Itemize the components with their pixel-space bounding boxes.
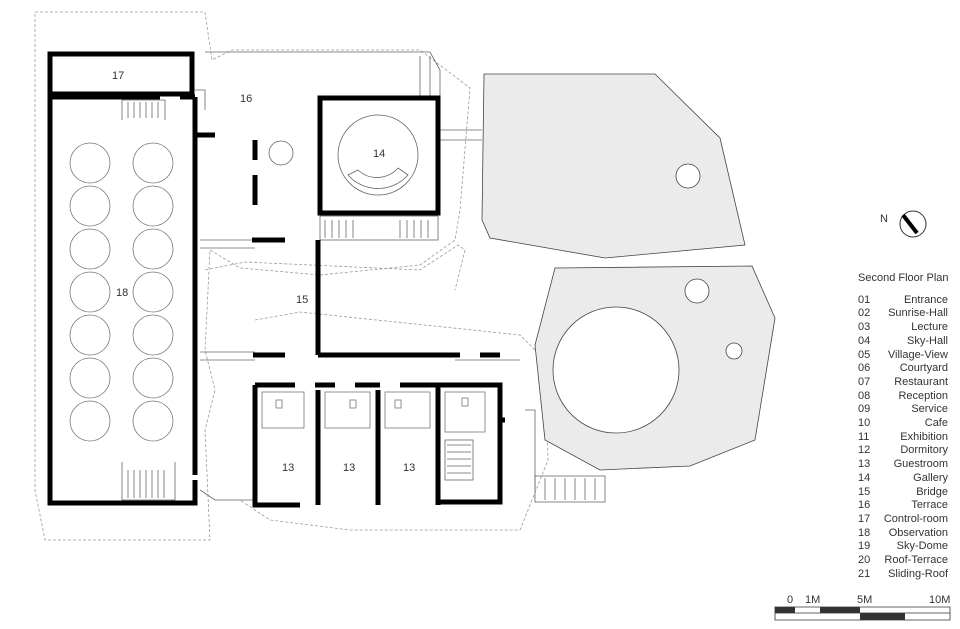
site-outline xyxy=(34,11,549,541)
legend-item-number: 17 xyxy=(858,512,871,525)
room-label-15: 15 xyxy=(296,294,308,306)
legend-item: 17 Control-room xyxy=(858,513,948,527)
legend-item-name: Guestroom xyxy=(893,458,948,471)
legend-item-name: Roof-Terrace xyxy=(884,554,948,567)
legend-item-number: 19 xyxy=(858,540,871,553)
legend-item: 13 Guestroom xyxy=(858,458,948,472)
legend-list: 01 Entrance 02 Sunrise-Hall 03 Lecture 04 Sky-H… xyxy=(858,294,958,582)
legend-item-name: Sky-Hall xyxy=(907,334,948,347)
legend-item-name: Sliding-Roof xyxy=(888,567,948,580)
legend-item-name: Cafe xyxy=(924,417,948,430)
legend-item-number: 12 xyxy=(858,444,871,457)
scale-label-10m: 10M xyxy=(929,594,950,606)
legend-item-number: 15 xyxy=(858,485,871,498)
legend-item: 15 Bridge xyxy=(858,486,948,500)
legend-item-number: 14 xyxy=(858,471,871,484)
thin-lines xyxy=(121,51,606,503)
legend-item-name: Lecture xyxy=(911,321,948,334)
legend-item: 19 Sky-Dome xyxy=(858,540,948,554)
legend-item: 08 Reception xyxy=(858,390,948,404)
legend-item-number: 02 xyxy=(858,307,871,320)
legend-item-name: Sky-Dome xyxy=(896,540,948,553)
legend-item-name: Service xyxy=(911,403,948,416)
legend-item: 04 Sky-Hall xyxy=(858,335,948,349)
legend-item-number: 06 xyxy=(858,362,871,375)
gallery-room xyxy=(268,95,441,216)
room-label-17: 17 xyxy=(112,70,124,82)
legend-item-number: 01 xyxy=(858,293,871,306)
legend: Second Floor Plan 01 Entrance 02 Sunrise-Ha… xyxy=(858,272,958,581)
legend-item: 07 Restaurant xyxy=(858,376,948,390)
legend-item-number: 16 xyxy=(858,499,871,512)
legend-item-name: Gallery xyxy=(913,471,948,484)
legend-item-name: Bridge xyxy=(916,485,948,498)
legend-item: 20 Roof-Terrace xyxy=(858,554,948,568)
legend-item: 09 Service xyxy=(858,403,948,417)
observation-building xyxy=(47,51,198,506)
guestroom-baths xyxy=(261,391,486,433)
legend-item: 01 Entrance xyxy=(858,294,948,308)
legend-item-number: 20 xyxy=(858,554,871,567)
room-label-16: 16 xyxy=(240,93,252,105)
legend-item-name: Village-View xyxy=(887,348,948,361)
scale-bar: 0 1M 5M 10M xyxy=(774,594,950,621)
legend-item: 14 Gallery xyxy=(858,472,948,486)
thick-walls xyxy=(195,132,500,358)
legend-item-name: Sunrise-Hall xyxy=(888,307,948,320)
scale-label-1m: 1M xyxy=(805,594,820,606)
north-label: N xyxy=(880,213,888,225)
legend-item-number: 03 xyxy=(858,321,871,334)
room-label-13a: 13 xyxy=(282,462,294,474)
legend-item-number: 13 xyxy=(858,458,871,471)
legend-item: 05 Village-View xyxy=(858,349,948,363)
legend-item: 16 Terrace xyxy=(858,499,948,513)
legend-item: 18 Observation xyxy=(858,527,948,541)
room-label-18: 18 xyxy=(116,287,128,299)
room-label-13c: 13 xyxy=(403,462,415,474)
legend-item-number: 09 xyxy=(858,403,871,416)
legend-item-name: Control-room xyxy=(883,512,948,525)
legend-item-number: 08 xyxy=(858,389,871,402)
legend-item: 06 Courtyard xyxy=(858,362,948,376)
legend-item: 02 Sunrise-Hall xyxy=(858,307,948,321)
legend-item: 03 Lecture xyxy=(858,321,948,335)
scale-label-5m: 5M xyxy=(857,594,872,606)
legend-item-number: 07 xyxy=(858,375,871,388)
legend-item-name: Observation xyxy=(888,526,948,539)
room-label-13b: 13 xyxy=(343,462,355,474)
observation-seats xyxy=(69,142,174,442)
legend-item: 12 Dormitory xyxy=(858,444,948,458)
legend-item-number: 10 xyxy=(858,417,871,430)
guestrooms xyxy=(252,382,505,508)
legend-item-name: Reception xyxy=(898,389,948,402)
legend-item-number: 21 xyxy=(858,567,871,580)
north-arrow: N xyxy=(880,210,927,238)
legend-item: 11 Exhibition xyxy=(858,431,948,445)
legend-item-number: 04 xyxy=(858,334,871,347)
roof-panels xyxy=(481,73,776,471)
legend-item-number: 18 xyxy=(858,526,871,539)
legend-item-number: 11 xyxy=(858,430,870,443)
legend-item-name: Courtyard xyxy=(899,362,948,375)
legend-item-name: Exhibition xyxy=(900,430,948,443)
legend-item-name: Entrance xyxy=(903,293,948,306)
plan-title: Second Floor Plan xyxy=(858,272,949,284)
legend-item: 10 Cafe xyxy=(858,417,948,431)
scale-label-0: 0 xyxy=(787,594,793,606)
legend-item: 21 Sliding-Roof xyxy=(858,568,948,582)
legend-item-name: Dormitory xyxy=(900,444,948,457)
room-label-14: 14 xyxy=(373,148,385,160)
legend-item-name: Restaurant xyxy=(894,375,948,388)
legend-item-number: 05 xyxy=(858,348,871,361)
legend-item-name: Terrace xyxy=(911,499,948,512)
